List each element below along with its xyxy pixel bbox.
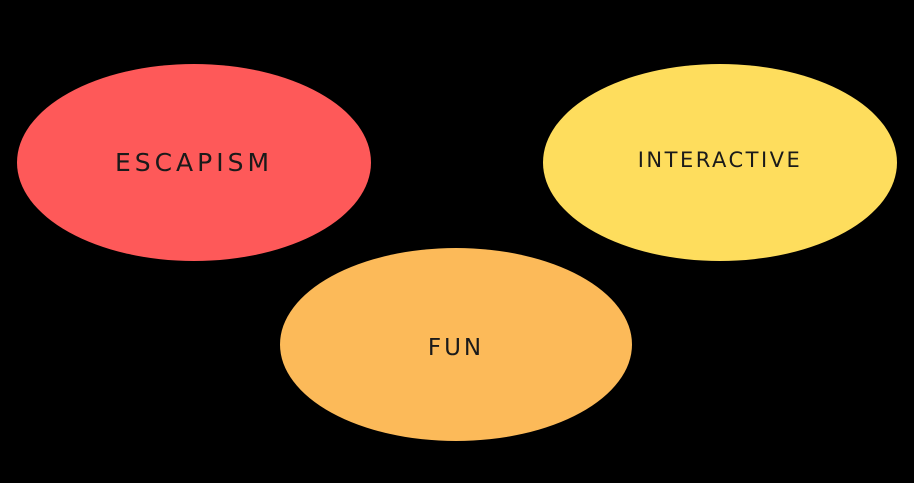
interactive-ellipse: INTERACTIVE (543, 64, 897, 261)
escapism-ellipse: ESCAPISM (17, 64, 371, 261)
fun-label: FUN (427, 334, 485, 361)
interactive-label: INTERACTIVE (637, 147, 803, 172)
fun-ellipse: FUN (280, 248, 632, 441)
escapism-label: ESCAPISM (114, 148, 274, 177)
